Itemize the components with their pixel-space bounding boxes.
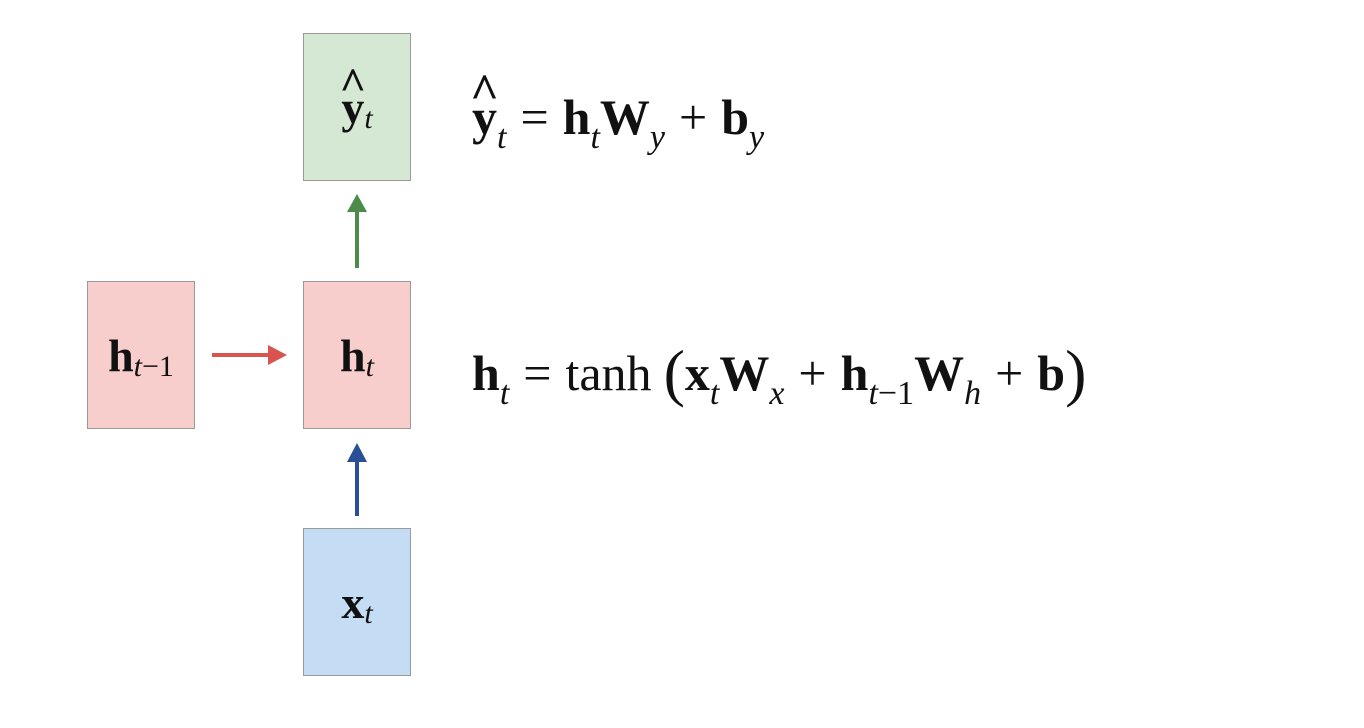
eq-y-lhs-base: y	[472, 89, 497, 145]
eq-h-plus2: +	[995, 345, 1024, 401]
hidden-base: h	[340, 329, 366, 381]
input-base: x	[341, 576, 365, 628]
output-symbol: ^ y	[339, 58, 366, 134]
eq-h-c-base: h	[840, 345, 869, 401]
input-sub: t	[364, 597, 373, 630]
output-sub: t	[364, 102, 373, 135]
hidden-prev-sub: t−1	[134, 350, 174, 384]
eq-h-lhs-base: h	[472, 345, 500, 401]
eq-h-rparen: )	[1065, 337, 1087, 408]
eq-y-equals: =	[520, 89, 549, 145]
eq-h-b-base: W	[719, 345, 770, 401]
eq-h-d-sub: h	[964, 375, 982, 412]
eq-y-t1-base: h	[562, 89, 591, 145]
hidden-prev-base: h	[108, 329, 134, 381]
eq-y-lhs-sub: t	[497, 119, 507, 156]
arrow-input-to-hidden	[347, 443, 367, 516]
eq-y-lhs-hat: ^	[469, 63, 500, 119]
output-hat: ^	[339, 57, 367, 109]
hidden-prev-sub-minus: −1	[142, 350, 174, 383]
eq-h-plus1: +	[798, 345, 827, 401]
arrow-prev-to-hidden	[212, 345, 287, 365]
output-node: ^ y t	[303, 33, 411, 181]
eq-y-t1-sub: t	[590, 119, 600, 156]
eq-h-lhs-sub: t	[499, 375, 510, 412]
eq-h-lparen: (	[663, 337, 685, 408]
arrow-prev-to-hidden-head	[268, 345, 287, 365]
eq-h-equals: =	[523, 345, 552, 401]
eq-h-c-sub: t−1	[868, 375, 914, 413]
eq-h-a-base: x	[684, 345, 710, 401]
eq-h-e-base: b	[1037, 345, 1066, 401]
eq-y-lhs: ^ y	[470, 63, 499, 146]
eq-h-c-sub-minus: −1	[877, 375, 915, 412]
eq-y-t3-sub: y	[749, 119, 765, 156]
arrow-hidden-to-output-head	[347, 194, 367, 212]
eq-h-func: tanh	[565, 345, 652, 401]
eq-h-c-sub-t: t	[868, 375, 878, 412]
eq-y-t3-base: b	[721, 89, 750, 145]
eq-h-b-sub: x	[769, 375, 785, 412]
arrow-hidden-to-output	[347, 194, 367, 268]
hidden-prev-sub-t: t	[133, 350, 142, 383]
eq-y-plus: +	[679, 89, 708, 145]
output-base: y	[341, 81, 365, 133]
eq-y-t2-sub: y	[649, 119, 666, 156]
eq-y-t2-base: W	[599, 89, 650, 145]
hidden-sub: t	[365, 350, 374, 383]
eq-h-a-sub: t	[709, 375, 720, 412]
arrow-input-to-hidden-head	[347, 443, 367, 462]
eq-h-d-base: W	[914, 345, 965, 401]
